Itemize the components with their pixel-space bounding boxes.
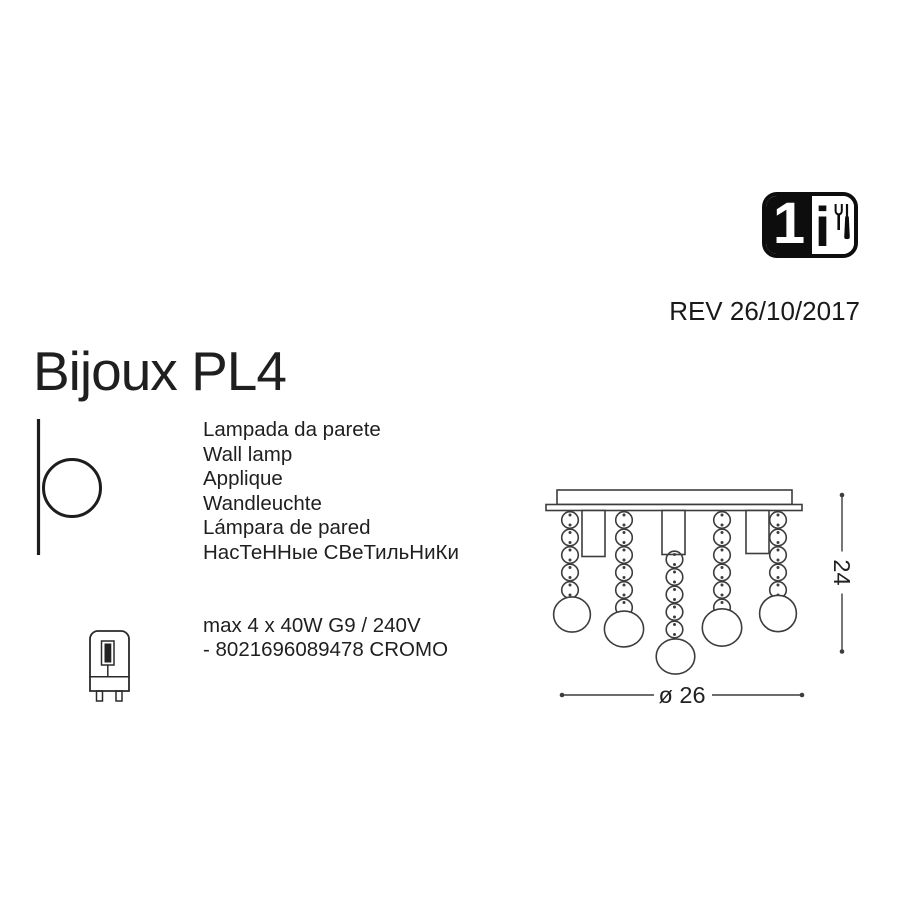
badge-info-section: i xyxy=(812,196,854,254)
translation-item: Wandleuchte xyxy=(203,491,322,515)
drop-spheres xyxy=(552,594,798,675)
translation-item: Lampada da parete xyxy=(203,418,381,441)
instruction-badge: 1 i xyxy=(762,192,858,258)
tools-icon xyxy=(834,204,851,240)
lamp-holders xyxy=(581,509,770,558)
canopy-outline xyxy=(545,489,803,512)
spec-line: max 4 x 40W G9 / 240V xyxy=(203,614,421,637)
spec-line: - 8021696089478 CROMO xyxy=(203,638,449,662)
height-dimension: 24 xyxy=(829,492,855,654)
info-icon: i xyxy=(814,195,831,258)
translation-item: Lámpara de pared xyxy=(203,516,371,540)
badge-number: 1 xyxy=(766,196,812,254)
wall-lamp-symbol-icon xyxy=(36,419,102,555)
height-dimension-label: 24 xyxy=(829,559,855,585)
translation-item: Wall lamp xyxy=(203,442,293,466)
translation-item: НасТеННые СВеТильНиКи xyxy=(203,540,459,564)
page-title: Bijoux PL4 xyxy=(33,340,287,402)
technical-drawing: 24 ø 26 xyxy=(545,489,855,708)
product-name-translations: Lampada da parete Wall lamp Applique Wan… xyxy=(203,418,459,566)
revision-date: REV 26/10/2017 xyxy=(669,296,860,326)
g9-bulb-icon xyxy=(89,630,130,702)
spec-lines: max 4 x 40W G9 / 240V - 8021696089478 CR… xyxy=(203,614,448,663)
diameter-dimension-label: ø 26 xyxy=(658,682,705,708)
diameter-dimension: ø 26 xyxy=(559,682,805,708)
translation-item: Applique xyxy=(203,467,283,491)
